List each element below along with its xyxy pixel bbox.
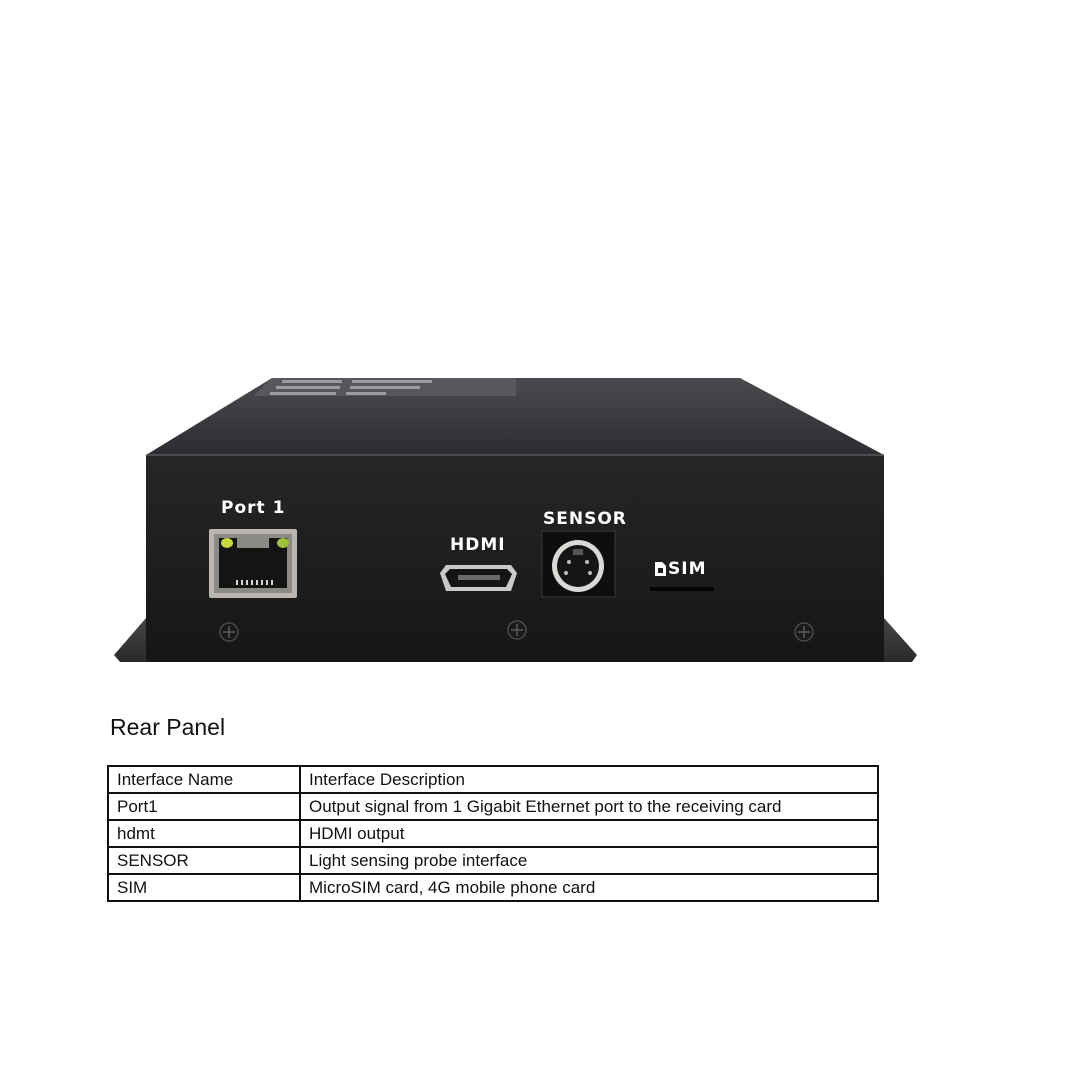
device-rear-photo: Port 1 HDMI SENSOR SIM <box>114 378 917 662</box>
port1-label: Port 1 <box>221 498 286 518</box>
table-row: Port1 Output signal from 1 Gigabit Ether… <box>107 792 879 821</box>
table-row: hdmt HDMI output <box>107 819 879 848</box>
ethernet-port-icon <box>209 529 297 598</box>
sensor-port-icon <box>541 530 616 598</box>
interface-table: Interface Name Interface Description Por… <box>107 765 879 902</box>
table-header-row: Interface Name Interface Description <box>107 765 879 794</box>
device-illustration <box>114 378 917 662</box>
sim-label-group: SIM <box>655 559 707 579</box>
screw-icon-right <box>794 622 814 642</box>
hdmi-label: HDMI <box>450 535 506 555</box>
header-interface-name: Interface Name <box>107 765 301 794</box>
screw-icon-left <box>219 622 239 642</box>
sticker-text-lines <box>270 380 432 395</box>
interface-name-cell: Port1 <box>107 792 301 821</box>
sim-label: SIM <box>668 559 707 579</box>
hdmi-port-icon <box>440 565 517 591</box>
table-row: SENSOR Light sensing probe interface <box>107 846 879 875</box>
right-flange <box>884 618 917 662</box>
interface-description-cell: HDMI output <box>299 819 879 848</box>
interface-name-cell: SIM <box>107 873 301 902</box>
interface-description-cell: Light sensing probe interface <box>299 846 879 875</box>
screw-icon-center <box>507 620 527 640</box>
interface-description-cell: MicroSIM card, 4G mobile phone card <box>299 873 879 902</box>
section-title: Rear Panel <box>110 714 226 740</box>
left-flange <box>114 618 146 662</box>
interface-description-cell: Output signal from 1 Gigabit Ethernet po… <box>299 792 879 821</box>
sim-slot <box>650 587 714 591</box>
sim-card-icon <box>655 562 666 576</box>
header-interface-description: Interface Description <box>299 765 879 794</box>
chassis-top <box>146 378 884 455</box>
interface-name-cell: SENSOR <box>107 846 301 875</box>
table-row: SIM MicroSIM card, 4G mobile phone card <box>107 873 879 902</box>
sensor-label: SENSOR <box>543 509 627 529</box>
interface-name-cell: hdmt <box>107 819 301 848</box>
